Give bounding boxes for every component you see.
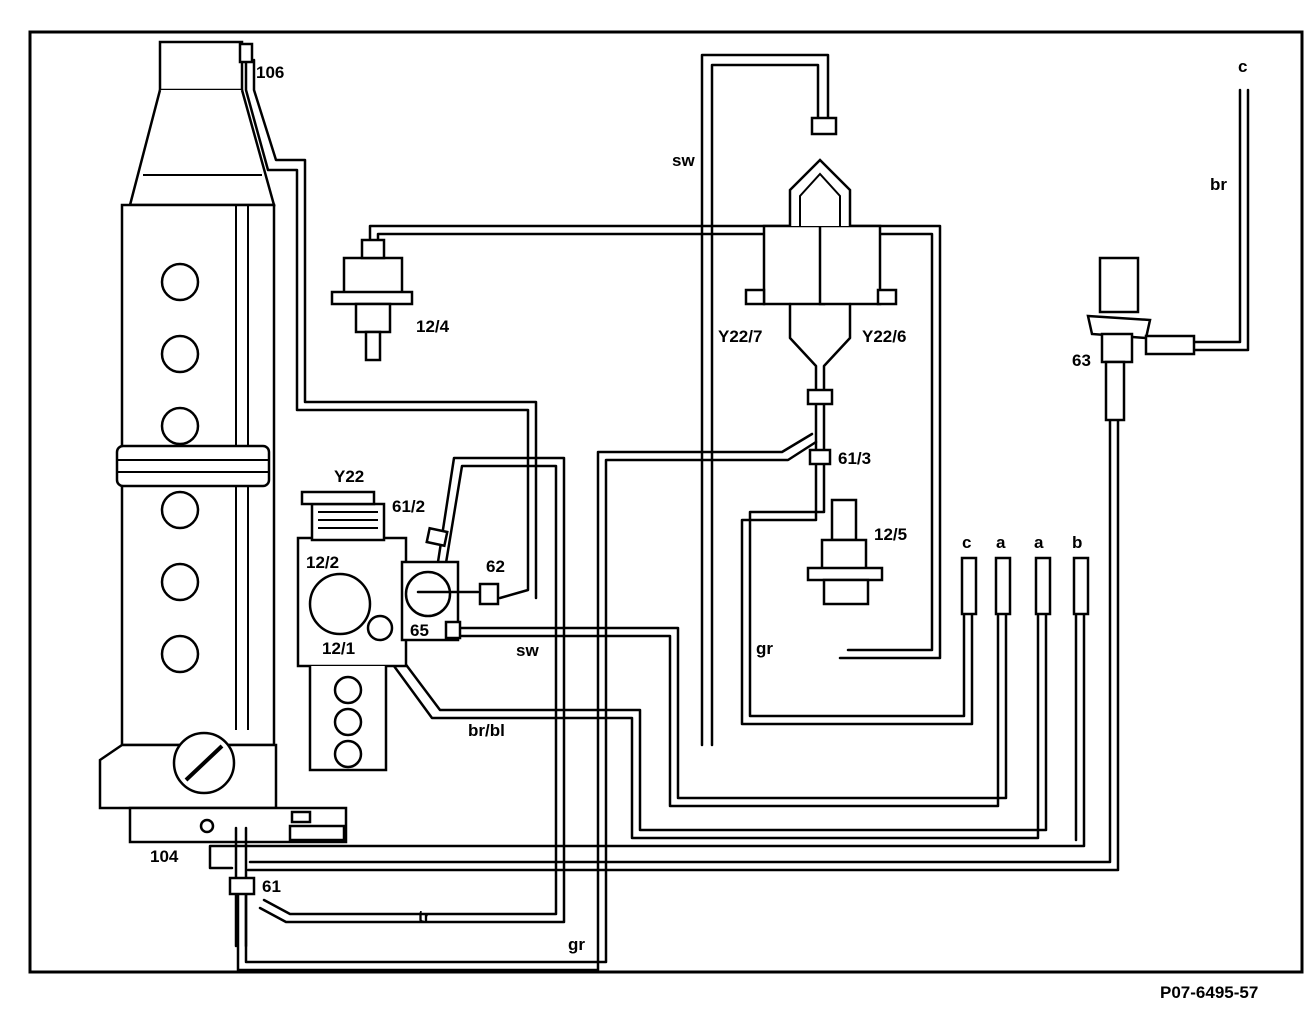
label-63: 63 bbox=[1072, 351, 1091, 370]
label-104: 104 bbox=[150, 847, 179, 866]
label-61-3: 61/3 bbox=[838, 449, 871, 468]
label-conn-a2: a bbox=[1034, 533, 1044, 552]
label-12-2: 12/2 bbox=[306, 553, 339, 572]
label-conn-c: c bbox=[962, 533, 971, 552]
label-gr-mid: gr bbox=[756, 639, 773, 658]
switchover-valves-y22 bbox=[744, 116, 898, 466]
label-c-top: c bbox=[1238, 57, 1247, 76]
connector-106 bbox=[238, 42, 254, 64]
vacuum-hoses bbox=[208, 53, 1250, 972]
vacuum-unit-12-4 bbox=[330, 238, 414, 362]
label-y22-7: Y22/7 bbox=[718, 327, 762, 346]
label-61-2: 61/2 bbox=[392, 497, 425, 516]
vacuum-unit-12-5 bbox=[806, 498, 884, 606]
sensor-63 bbox=[1086, 256, 1196, 422]
label-65: 65 bbox=[410, 621, 429, 640]
label-12-1: 12/1 bbox=[322, 639, 355, 658]
label-conn-a1: a bbox=[996, 533, 1006, 552]
label-y22: Y22 bbox=[334, 467, 364, 486]
label-62: 62 bbox=[486, 557, 505, 576]
label-gr-bottom: gr bbox=[568, 935, 585, 954]
engine-block bbox=[98, 40, 348, 844]
connectors bbox=[960, 556, 1090, 616]
label-conn-b: b bbox=[1072, 533, 1082, 552]
label-106: 106 bbox=[256, 63, 284, 82]
label-br-right: br bbox=[1210, 175, 1227, 194]
label-sw-mid: sw bbox=[516, 641, 539, 660]
label-12-4: 12/4 bbox=[416, 317, 450, 336]
valve-group-y22 bbox=[296, 490, 500, 772]
label-12-5: 12/5 bbox=[874, 525, 907, 544]
diagram-border bbox=[28, 30, 1304, 974]
label-br-bl: br/bl bbox=[468, 721, 505, 740]
label-61: 61 bbox=[262, 877, 281, 896]
junction-61 bbox=[228, 876, 256, 896]
figure-code: P07-6495-57 bbox=[1160, 983, 1258, 1002]
label-tr: tr bbox=[418, 907, 431, 926]
label-y22-6: Y22/6 bbox=[862, 327, 906, 346]
label-sw-top: sw bbox=[672, 151, 695, 170]
